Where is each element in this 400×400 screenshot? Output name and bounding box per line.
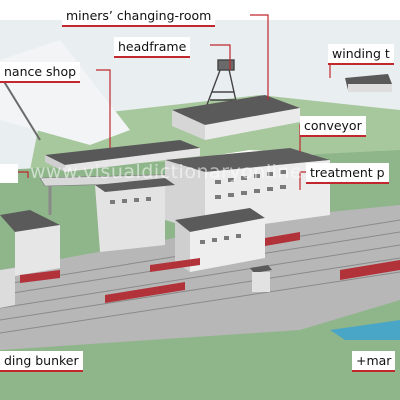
label-conveyor: conveyor [300, 116, 366, 137]
leader-bunker [18, 171, 29, 178]
label-treatment-plant: treatment p [306, 163, 389, 184]
headframe-structure [204, 59, 239, 111]
water-channel [330, 320, 400, 340]
leader-headframe [210, 44, 231, 70]
watermark-text: www.visualdictionaryonline [30, 161, 303, 183]
rail-yard [0, 205, 400, 350]
label-more[interactable]: +mar [352, 351, 396, 372]
treatment-plant-building [95, 148, 330, 272]
label-headframe: headframe [114, 37, 191, 58]
leader-maintenance [96, 69, 111, 148]
leader-lines [18, 14, 331, 190]
label-left-edge-fragment [0, 164, 18, 183]
winding-tower-building [345, 74, 392, 92]
label-maintenance-shop: nance shop [0, 62, 81, 83]
small-shed [250, 265, 272, 292]
leader-changing-room [250, 14, 269, 100]
changing-room-building [172, 95, 300, 140]
conveyor-incline-left [0, 74, 41, 141]
maintenance-shop-building [45, 140, 200, 172]
label-changing-room: miners’ changing-room [62, 6, 216, 27]
rail-cars [20, 232, 400, 303]
leader-treatment [299, 171, 308, 190]
label-loading-bunker: ding bunker [0, 351, 83, 372]
loading-bunker-building [0, 210, 60, 308]
label-winding-tower: winding t [328, 44, 394, 65]
